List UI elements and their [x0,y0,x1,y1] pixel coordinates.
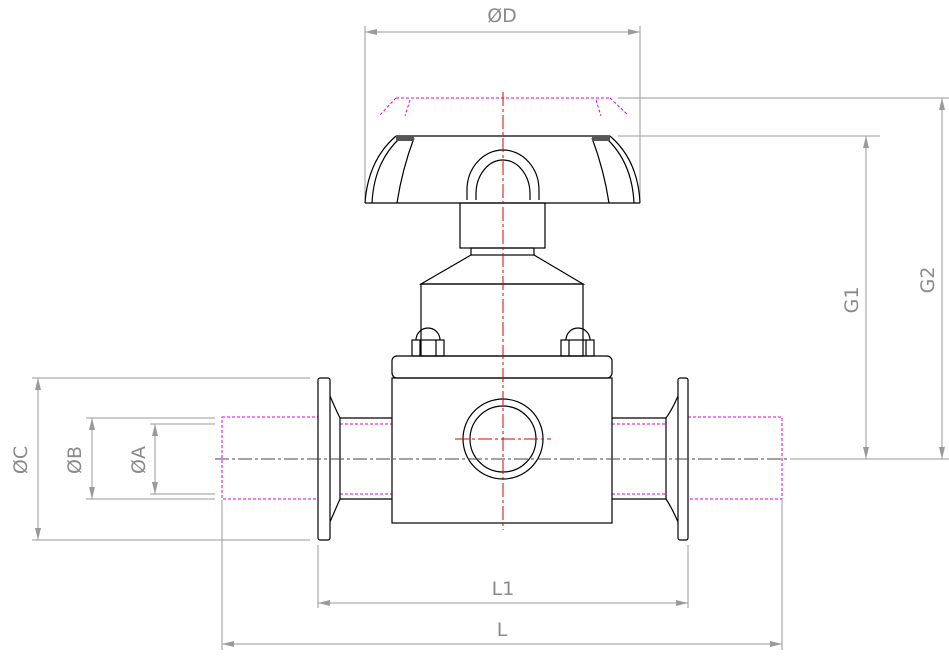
label-b: ØB [64,446,86,474]
label-a: ØA [128,446,150,474]
valve-body [317,202,689,541]
label-d: ØD [487,5,517,27]
nut-right [560,327,595,357]
nut-left [411,327,445,357]
label-g1: G1 [841,287,863,314]
centerlines [215,92,790,530]
dimension-lines [32,26,949,650]
label-c: ØC [10,446,32,474]
dimension-labels: ØD G1 G2 ØC ØB ØA L1 L [10,5,939,641]
label-l: L [497,619,508,641]
label-l1: L1 [492,578,515,600]
label-g2: G2 [917,267,939,294]
